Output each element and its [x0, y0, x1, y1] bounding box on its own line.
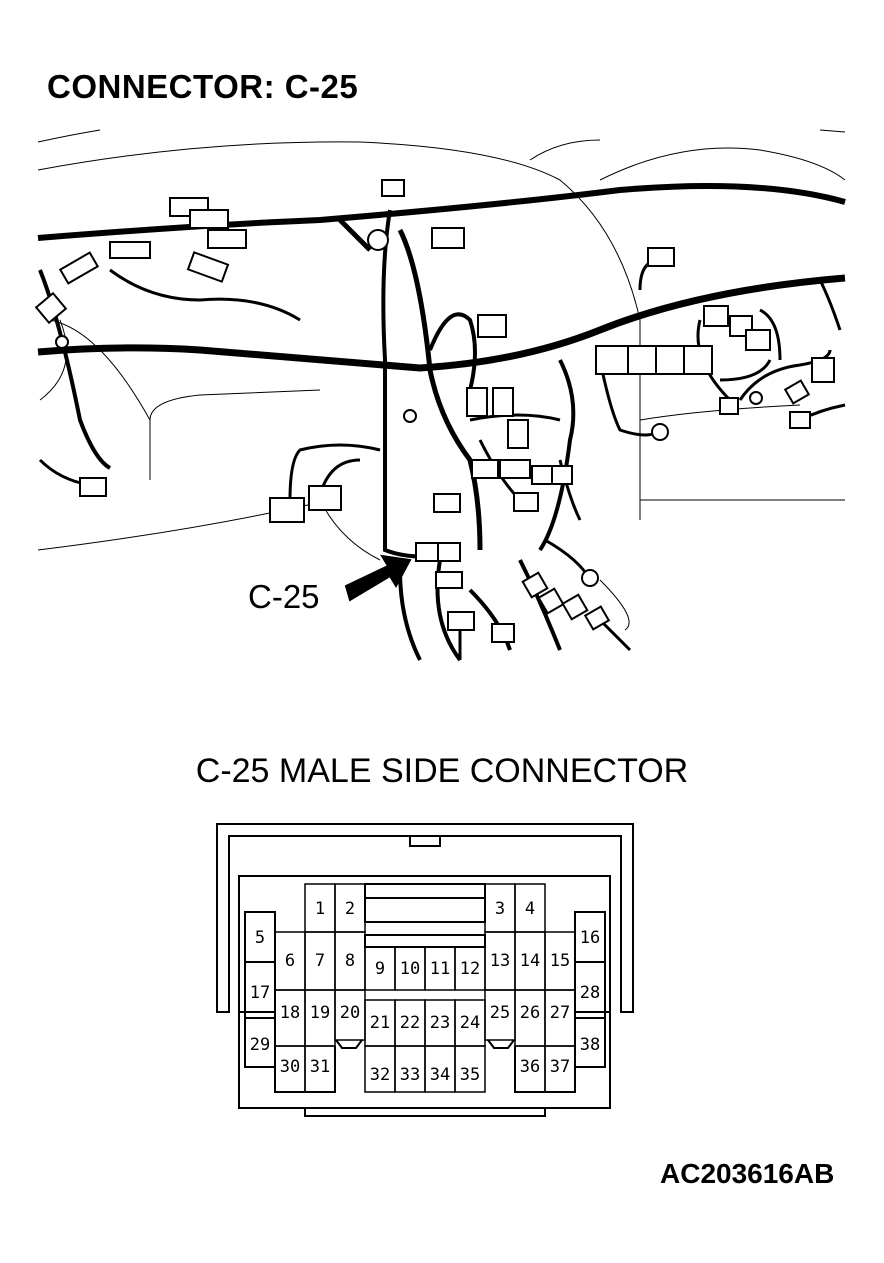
pin-28: 28 — [580, 983, 600, 1003]
pin-34: 34 — [430, 1065, 450, 1085]
pin-10: 10 — [400, 959, 420, 979]
pin-12: 12 — [460, 959, 480, 979]
pin-20: 20 — [340, 1003, 360, 1023]
pin-1: 1 — [315, 899, 325, 919]
pin-9: 9 — [375, 959, 385, 979]
pin-17: 17 — [250, 983, 270, 1003]
pin-25: 25 — [490, 1003, 510, 1023]
pin-37: 37 — [550, 1057, 570, 1077]
pin-16: 16 — [580, 928, 600, 948]
pin-29: 29 — [250, 1035, 270, 1055]
pin-14: 14 — [520, 951, 540, 971]
connector-face-diagram: 1 2 3 4 5 6 7 8 9 10 11 12 13 14 15 16 1… — [216, 823, 634, 1117]
pin-18: 18 — [280, 1003, 300, 1023]
pin-36: 36 — [520, 1057, 540, 1077]
page-title: CONNECTOR: C-25 — [47, 68, 359, 105]
pin-30: 30 — [280, 1057, 300, 1077]
pin-13: 13 — [490, 951, 510, 971]
pin-6: 6 — [285, 951, 295, 971]
pin-2: 2 — [345, 899, 355, 919]
pin-5: 5 — [255, 928, 265, 948]
pin-3: 3 — [495, 899, 505, 919]
pin-38: 38 — [580, 1035, 600, 1055]
pin-7: 7 — [315, 951, 325, 971]
harness-illustration — [34, 129, 846, 662]
pin-21: 21 — [370, 1013, 390, 1033]
pin-33: 33 — [400, 1065, 420, 1085]
pin-32: 32 — [370, 1065, 390, 1085]
pin-22: 22 — [400, 1013, 420, 1033]
reference-code: AC203616AB — [660, 1158, 835, 1189]
connector-title: C-25 MALE SIDE CONNECTOR — [195, 752, 689, 790]
pin-8: 8 — [345, 951, 355, 971]
pin-15: 15 — [550, 951, 570, 971]
callout-label: C-25 — [248, 578, 320, 615]
pin-31: 31 — [310, 1057, 330, 1077]
pin-27: 27 — [550, 1003, 570, 1023]
pin-26: 26 — [520, 1003, 540, 1023]
pin-11: 11 — [430, 959, 450, 979]
pin-35: 35 — [460, 1065, 480, 1085]
pin-19: 19 — [310, 1003, 330, 1023]
pin-23: 23 — [430, 1013, 450, 1033]
pin-24: 24 — [460, 1013, 480, 1033]
pin-4: 4 — [525, 899, 535, 919]
